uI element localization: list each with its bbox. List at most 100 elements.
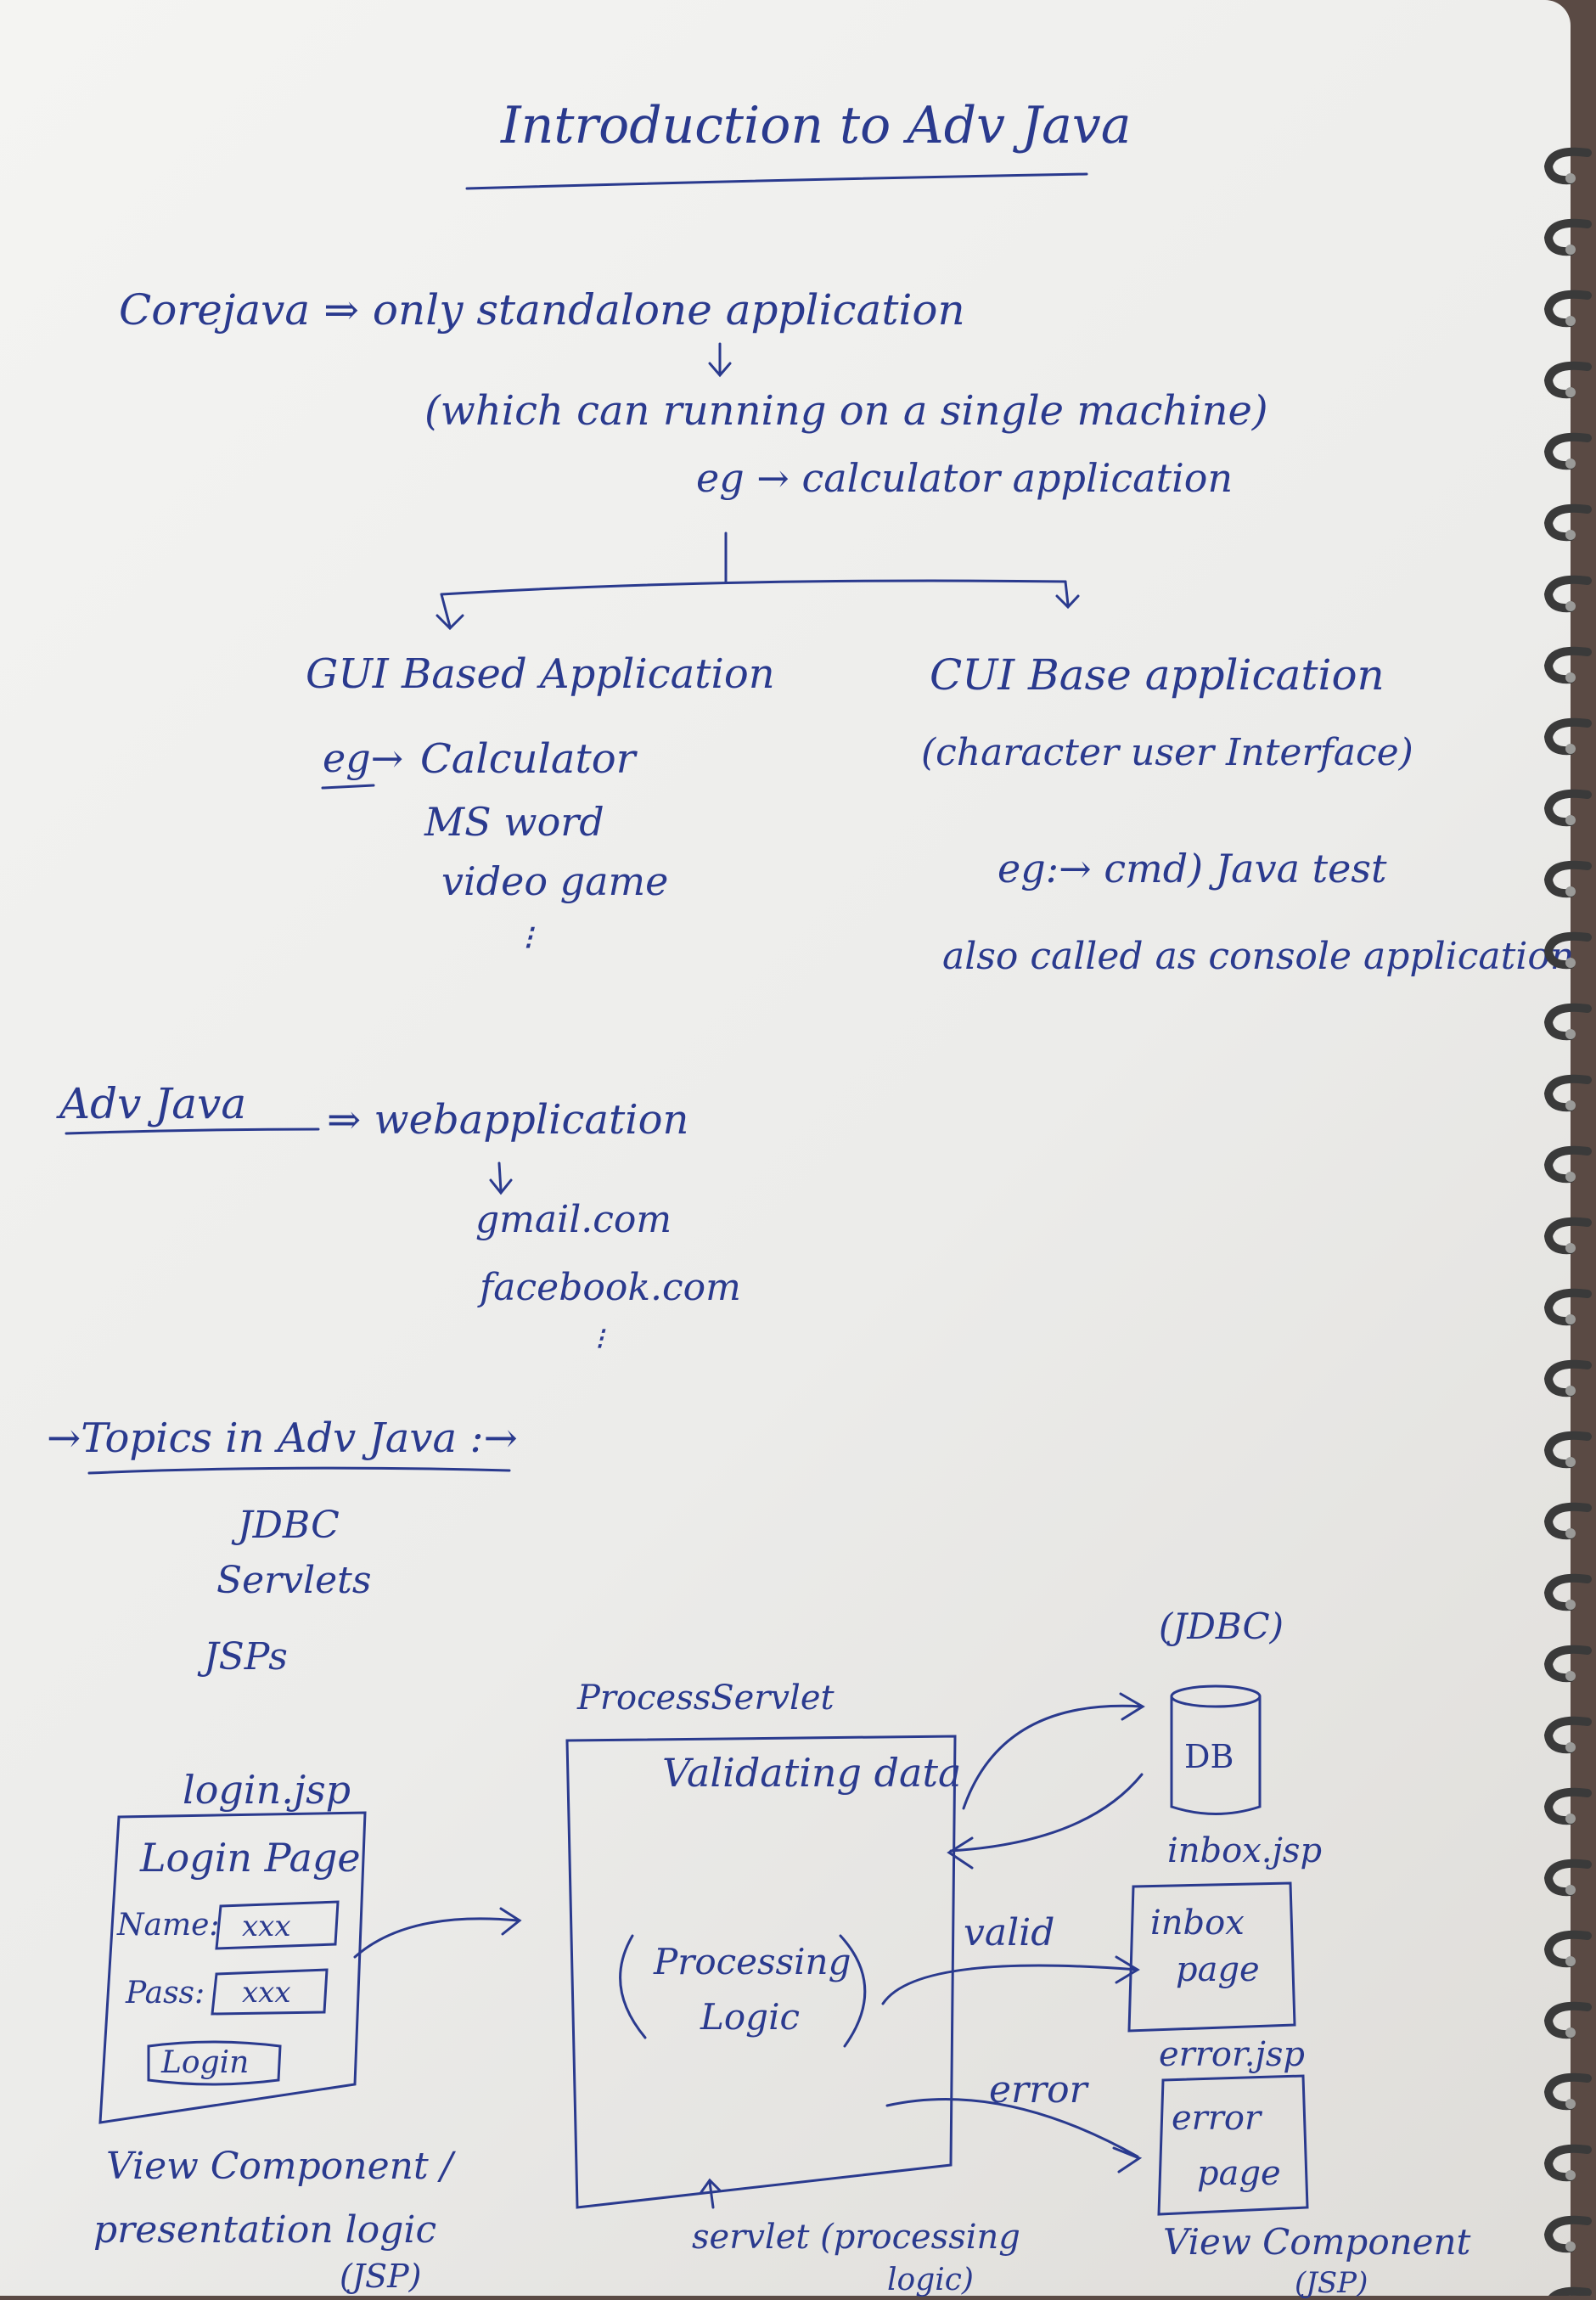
spiral-hole [1565, 1671, 1576, 1681]
error-jsp-label: error.jsp [1159, 2035, 1305, 2074]
spiral-hole [1565, 886, 1576, 897]
cui-example: eg:→ cmd) Java test [997, 846, 1387, 891]
spiral-ring [1543, 1145, 1592, 1184]
adv-item-gmail: gmail.com [475, 1198, 672, 1241]
page-title: Introduction to Adv Java [501, 96, 1132, 155]
spiral-ring [1543, 2215, 1592, 2253]
spiral-ring [1543, 1859, 1592, 1897]
servlet-caption-line-2: logic) [887, 2263, 974, 2297]
login-page-title: Login Page [140, 1835, 361, 1881]
login-jsp-label: login.jsp [183, 1767, 351, 1813]
spiral-ring [1543, 432, 1592, 470]
spiral-hole [1565, 2170, 1576, 2180]
inbox-jsp-label: inbox.jsp [1167, 1831, 1323, 1870]
spiral-hole [1565, 1600, 1576, 1610]
view-caption-line-1: View Component / [106, 2145, 453, 2188]
spiral-hole [1565, 1100, 1576, 1111]
spiral-hole [1565, 815, 1576, 825]
pass-label: Pass: [126, 1976, 205, 2010]
error-label: error [989, 2068, 1087, 2112]
gui-item-video-game: video game [441, 858, 669, 904]
inbox-page-line-1: inbox [1150, 1904, 1245, 1943]
spiral-ring [1543, 2072, 1592, 2111]
spiral-ring [1543, 931, 1592, 970]
spiral-hole [1565, 1814, 1576, 1824]
spiral-hole [1565, 958, 1576, 968]
spiral-ring [1543, 1288, 1592, 1326]
spiral-ring [1543, 290, 1592, 328]
spiral-hole [1565, 1386, 1576, 1396]
spiral-hole [1565, 601, 1576, 611]
adv-java-heading: Adv Java [59, 1079, 247, 1128]
spiral-hole [1565, 245, 1576, 255]
valid-label: valid [964, 1911, 1055, 1954]
spiral-hole [1565, 1029, 1576, 1039]
spiral-ring [1543, 1645, 1592, 1683]
login-button-drawing: Login [161, 2045, 250, 2080]
adv-item-facebook: facebook.com [480, 1266, 741, 1309]
spiral-ring [1543, 1502, 1592, 1540]
jdbc-label: (JDBC) [1159, 1606, 1284, 1647]
spiral-hole [1565, 2027, 1576, 2038]
single-machine-line: (which can running on a single machine) [424, 387, 1268, 435]
spiral-hole [1565, 316, 1576, 326]
processing-label: Processing [654, 1941, 851, 1982]
inbox-page-line-2: page [1176, 1950, 1260, 1989]
spiral-ring [1543, 1573, 1592, 1611]
error-page-line-1: error [1172, 2099, 1262, 2138]
spiral-ring [1543, 1359, 1592, 1397]
spiral-ring [1543, 1217, 1592, 1255]
spiral-ring [1543, 1431, 1592, 1469]
spiral-hole [1565, 1457, 1576, 1467]
cui-console-note: also called as console application [942, 935, 1575, 978]
adv-ellipsis: ⁝ [594, 1322, 604, 1357]
spiral-ring [1543, 147, 1592, 185]
spiral-binding [1543, 147, 1592, 2296]
cui-subheading: (character user Interface) [921, 731, 1413, 774]
gui-item-calculator: Calculator [420, 735, 636, 783]
pass-value: xxx [242, 1976, 291, 2010]
spiral-hole [1565, 1742, 1576, 1752]
view-caption-line-2: presentation logic [93, 2208, 437, 2252]
spiral-hole [1565, 1243, 1576, 1253]
topic-jdbc: JDBC [238, 1504, 340, 1547]
web-application-label: ⇒ webapplication [327, 1096, 689, 1144]
spiral-hole [1565, 672, 1576, 683]
view-caption-right-line-1: View Component [1163, 2221, 1471, 2263]
error-page-line-2: page [1197, 2154, 1281, 2193]
spiral-ring [1543, 1787, 1592, 1825]
spiral-hole [1565, 1956, 1576, 1966]
topic-jsps: JSPs [204, 1635, 288, 1679]
spiral-hole [1565, 744, 1576, 754]
servlet-caption-line-1: servlet (processing [692, 2218, 1020, 2257]
db-label: DB [1184, 1738, 1234, 1775]
topic-servlets: Servlets [216, 1559, 372, 1602]
process-servlet-label: ProcessServlet [577, 1679, 835, 1718]
spiral-ring [1543, 1716, 1592, 1754]
view-caption-line-3: (JSP) [340, 2258, 422, 2295]
spiral-ring [1543, 218, 1592, 256]
cui-heading: CUI Base application [930, 650, 1385, 700]
spiral-hole [1565, 387, 1576, 397]
name-label: Name: [117, 1908, 220, 1943]
spiral-hole [1565, 2099, 1576, 2109]
validating-data-label: Validating data [662, 1750, 962, 1796]
spiral-hole [1565, 173, 1576, 183]
core-java-line: Corejava ⇒ only standalone application [119, 285, 965, 335]
spiral-hole [1565, 1172, 1576, 1182]
spiral-ring [1543, 717, 1592, 756]
spiral-ring [1543, 361, 1592, 399]
spiral-ring [1543, 1930, 1592, 1968]
spiral-ring [1543, 1003, 1592, 1041]
name-value: xxx [242, 1909, 291, 1943]
gui-ellipsis: ⁝ [522, 919, 533, 958]
spiral-hole [1565, 1528, 1576, 1538]
gui-item-ms-word: MS word [424, 799, 604, 845]
spiral-ring [1543, 575, 1592, 613]
view-caption-right-line-2: (JSP) [1295, 2266, 1368, 2300]
spiral-hole [1565, 1885, 1576, 1895]
spiral-ring [1543, 789, 1592, 827]
spiral-ring [1543, 1074, 1592, 1112]
spiral-hole [1565, 2241, 1576, 2252]
